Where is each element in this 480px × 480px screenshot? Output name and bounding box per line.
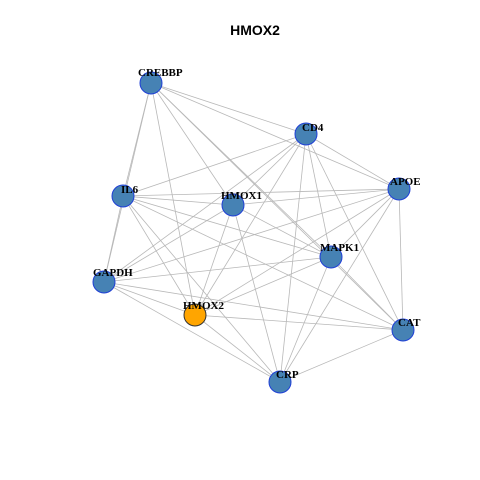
edge-il6-crp [122, 195, 281, 383]
edge-cd4-il6 [122, 133, 307, 197]
node-hmox1[interactable] [221, 193, 245, 217]
edge-hmox1-hmox2 [194, 204, 234, 316]
edge-crebbp-cd4 [150, 82, 307, 135]
edge-apoe-hmox2 [194, 188, 400, 316]
node-gapdh[interactable] [92, 270, 116, 294]
edge-mapk1-gapdh [103, 256, 332, 283]
edge-gapdh-hmox2 [103, 281, 196, 316]
edge-apoe-crp [279, 188, 400, 383]
edge-cd4-hmox2 [194, 133, 307, 316]
edge-crebbp-cat [150, 82, 404, 331]
edge-il6-hmox2 [122, 195, 196, 316]
edge-hmox2-crp [194, 314, 281, 383]
node-label-il6: IL6 [121, 184, 139, 196]
edge-apoe-mapk1 [330, 188, 400, 258]
node-label-gapdh: GAPDH [93, 267, 133, 279]
edge-cd4-mapk1 [305, 133, 332, 258]
edge-apoe-hmox1 [232, 188, 400, 206]
edge-apoe-cat [398, 188, 404, 331]
edge-layer [103, 82, 404, 383]
node-cd4[interactable] [294, 122, 318, 146]
edge-cd4-crp [279, 133, 307, 383]
edge-il6-mapk1 [122, 195, 332, 258]
graph-title: HMOX2 [230, 22, 280, 38]
edge-il6-gapdh [103, 195, 124, 283]
node-label-apoe: APOE [390, 176, 421, 188]
edge-hmox1-gapdh [103, 204, 234, 283]
edge-cd4-gapdh [103, 133, 307, 283]
edge-il6-hmox1 [122, 195, 234, 206]
node-label-crebbp: CREBBP [138, 67, 183, 79]
edge-cd4-cat [305, 133, 404, 331]
node-label-crp: CRP [276, 369, 299, 381]
node-label-hmox2: HMOX2 [183, 300, 224, 312]
edge-hmox2-cat [194, 314, 404, 331]
node-layer [92, 71, 415, 394]
edge-crebbp-apoe [150, 82, 400, 190]
edge-gapdh-cat [103, 281, 404, 331]
edge-hmox1-crp [232, 204, 281, 383]
node-hmox2[interactable] [183, 303, 207, 327]
node-crp[interactable] [268, 370, 292, 394]
node-cat[interactable] [391, 318, 415, 342]
edge-mapk1-cat [330, 256, 404, 331]
node-mapk1[interactable] [319, 245, 343, 269]
edge-apoe-gapdh [103, 188, 400, 283]
node-label-hmox1: HMOX1 [221, 190, 262, 202]
edge-hmox1-mapk1 [232, 204, 332, 258]
edge-crebbp-gapdh [103, 82, 152, 283]
edge-il6-cat [122, 195, 404, 331]
edge-cat-crp [279, 329, 404, 383]
edge-crebbp-hmox1 [150, 82, 234, 206]
node-crebbp[interactable] [139, 71, 163, 95]
edge-crebbp-hmox2 [150, 82, 196, 316]
edge-mapk1-crp [279, 256, 332, 383]
node-apoe[interactable] [387, 177, 411, 201]
node-label-cd4: CD4 [302, 122, 324, 134]
node-label-mapk1: MAPK1 [320, 242, 359, 254]
edge-mapk1-hmox2 [194, 256, 332, 316]
edge-gapdh-crp [103, 281, 281, 383]
node-il6[interactable] [111, 184, 135, 208]
edge-apoe-il6 [122, 188, 400, 197]
node-label-cat: CAT [398, 317, 421, 329]
edge-cd4-apoe [305, 133, 400, 190]
